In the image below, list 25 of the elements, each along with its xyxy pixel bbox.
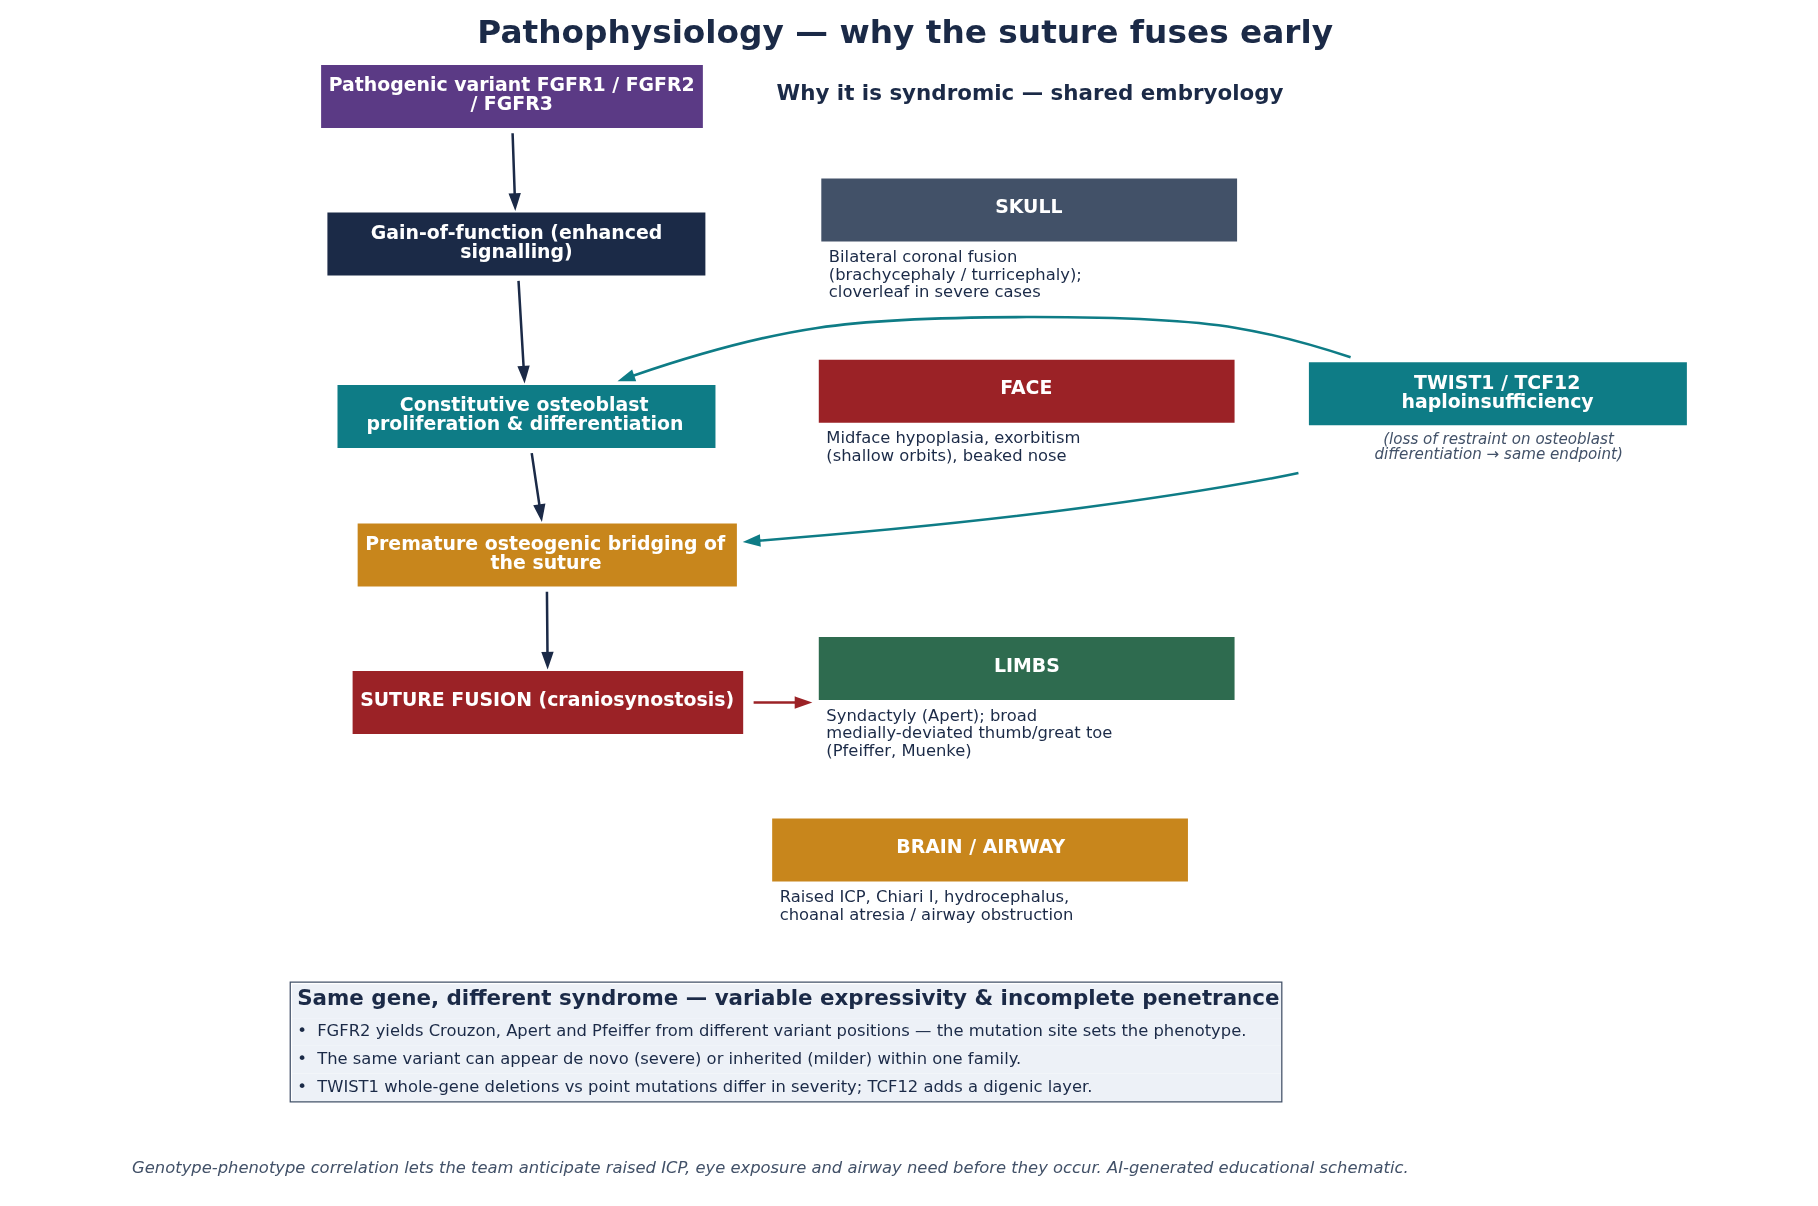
node-label: Syndactyly (Apert); broad medially-deviated thumb/great toe (Pfeiffer, Muenke) <box>825 705 1112 760</box>
node-label: (loss of restraint on osteoblast differentiation → same endpoint) <box>1373 429 1623 463</box>
node-box: LIMBS <box>818 637 1235 700</box>
node-label: Raised ICP, Chiari I, hydrocephalus, choanal atresia / airway obstruction <box>779 887 1073 924</box>
node-label: Bilateral coronal fusion (brachycephaly / turricephaly); cloverleaf in severe cases <box>828 247 1082 302</box>
arrow <box>508 133 521 211</box>
node-box: TWIST1 / TCF12 haploinsufficiency <box>1308 362 1687 426</box>
arrow <box>529 453 545 522</box>
arrow <box>616 315 1351 382</box>
label: Why it is syndromic — shared embryology <box>776 80 1284 106</box>
node-label: Midface hypoplasia, exorbitism (shallow orbits), beaked nose <box>825 428 1080 466</box>
diagram-title: Pathophysiology — why the suture fuses early <box>476 13 1333 52</box>
arrow <box>516 280 530 384</box>
node-box: FACE <box>818 359 1235 423</box>
node-box: SKULL <box>820 178 1237 242</box>
node-box: Premature osteogenic bridging of the suture <box>357 523 737 587</box>
node-box: Constitutive osteoblast proliferation & differentiation <box>337 385 715 449</box>
arrow <box>742 471 1299 547</box>
node-box: Pathogenic variant FGFR1 / FGFR2 / FGFR3 <box>320 65 703 128</box>
node-box: BRAIN / AIRWAY <box>771 818 1188 882</box>
caption: Genotype-phenotype correlation lets the team anticipate raised ICP, eye exposure and airway need before they occur. AI-generated educational schematic. <box>131 1158 1409 1177</box>
arrow <box>540 591 554 670</box>
node-box: Gain-of-function (enhanced signalling) <box>326 212 705 276</box>
node-box: SUTURE FUSION (craniosynostosis) <box>352 671 743 735</box>
arrow <box>753 696 812 709</box>
